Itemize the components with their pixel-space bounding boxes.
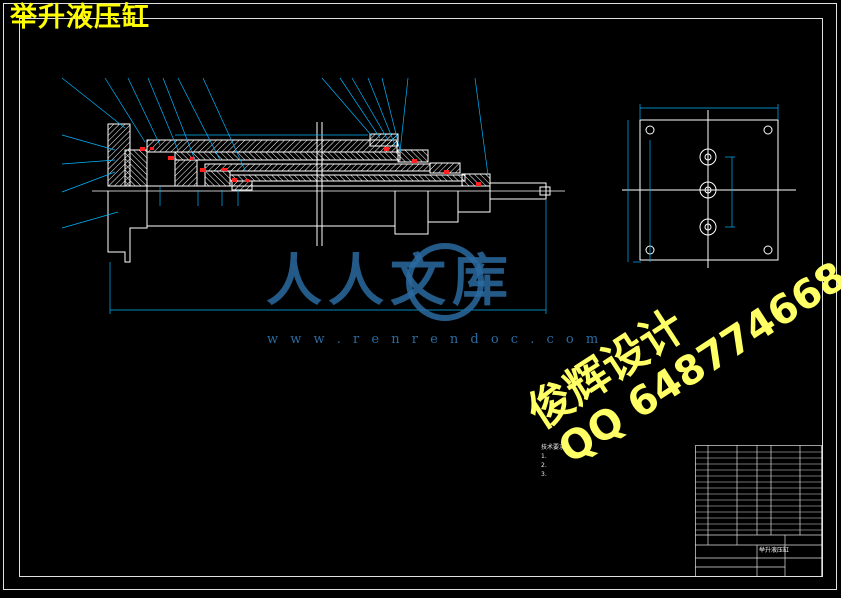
cylinder-section-view (92, 122, 565, 263)
rod-end (489, 182, 547, 200)
notes-line-2: 2. (541, 462, 547, 469)
stage2-tube (204, 163, 431, 172)
title-block-name: 举升液压缸 (759, 546, 789, 554)
watermark-logo: 人人文库 (266, 249, 514, 314)
cylinder-barrel (146, 139, 398, 153)
inner-frame (19, 18, 823, 577)
side-view-dimensions (627, 104, 779, 263)
gland-1 (369, 133, 399, 147)
outer-frame (3, 3, 837, 590)
notes-line-3: 3. (541, 471, 547, 478)
side-view (622, 110, 796, 268)
notes-heading: 技术要求 (541, 444, 566, 451)
title-block (695, 445, 822, 577)
watermark-emblem (406, 243, 484, 321)
notes-line-1: 1. (541, 453, 547, 460)
leader-lines (61, 77, 547, 314)
parts-list-rows (695, 451, 822, 531)
stage3-rod (229, 174, 466, 182)
drawing-title: 举升液压缸 (10, 2, 150, 33)
stage1-tube (174, 151, 401, 161)
technical-notes: 技术要求 1. 2. 3. (541, 443, 565, 479)
watermark-brand: 人人文库 (266, 249, 514, 314)
watermark-url: w w w . r e n r e n d o c . c o m (267, 332, 603, 347)
seals (140, 147, 481, 186)
lower-outline (107, 191, 491, 263)
